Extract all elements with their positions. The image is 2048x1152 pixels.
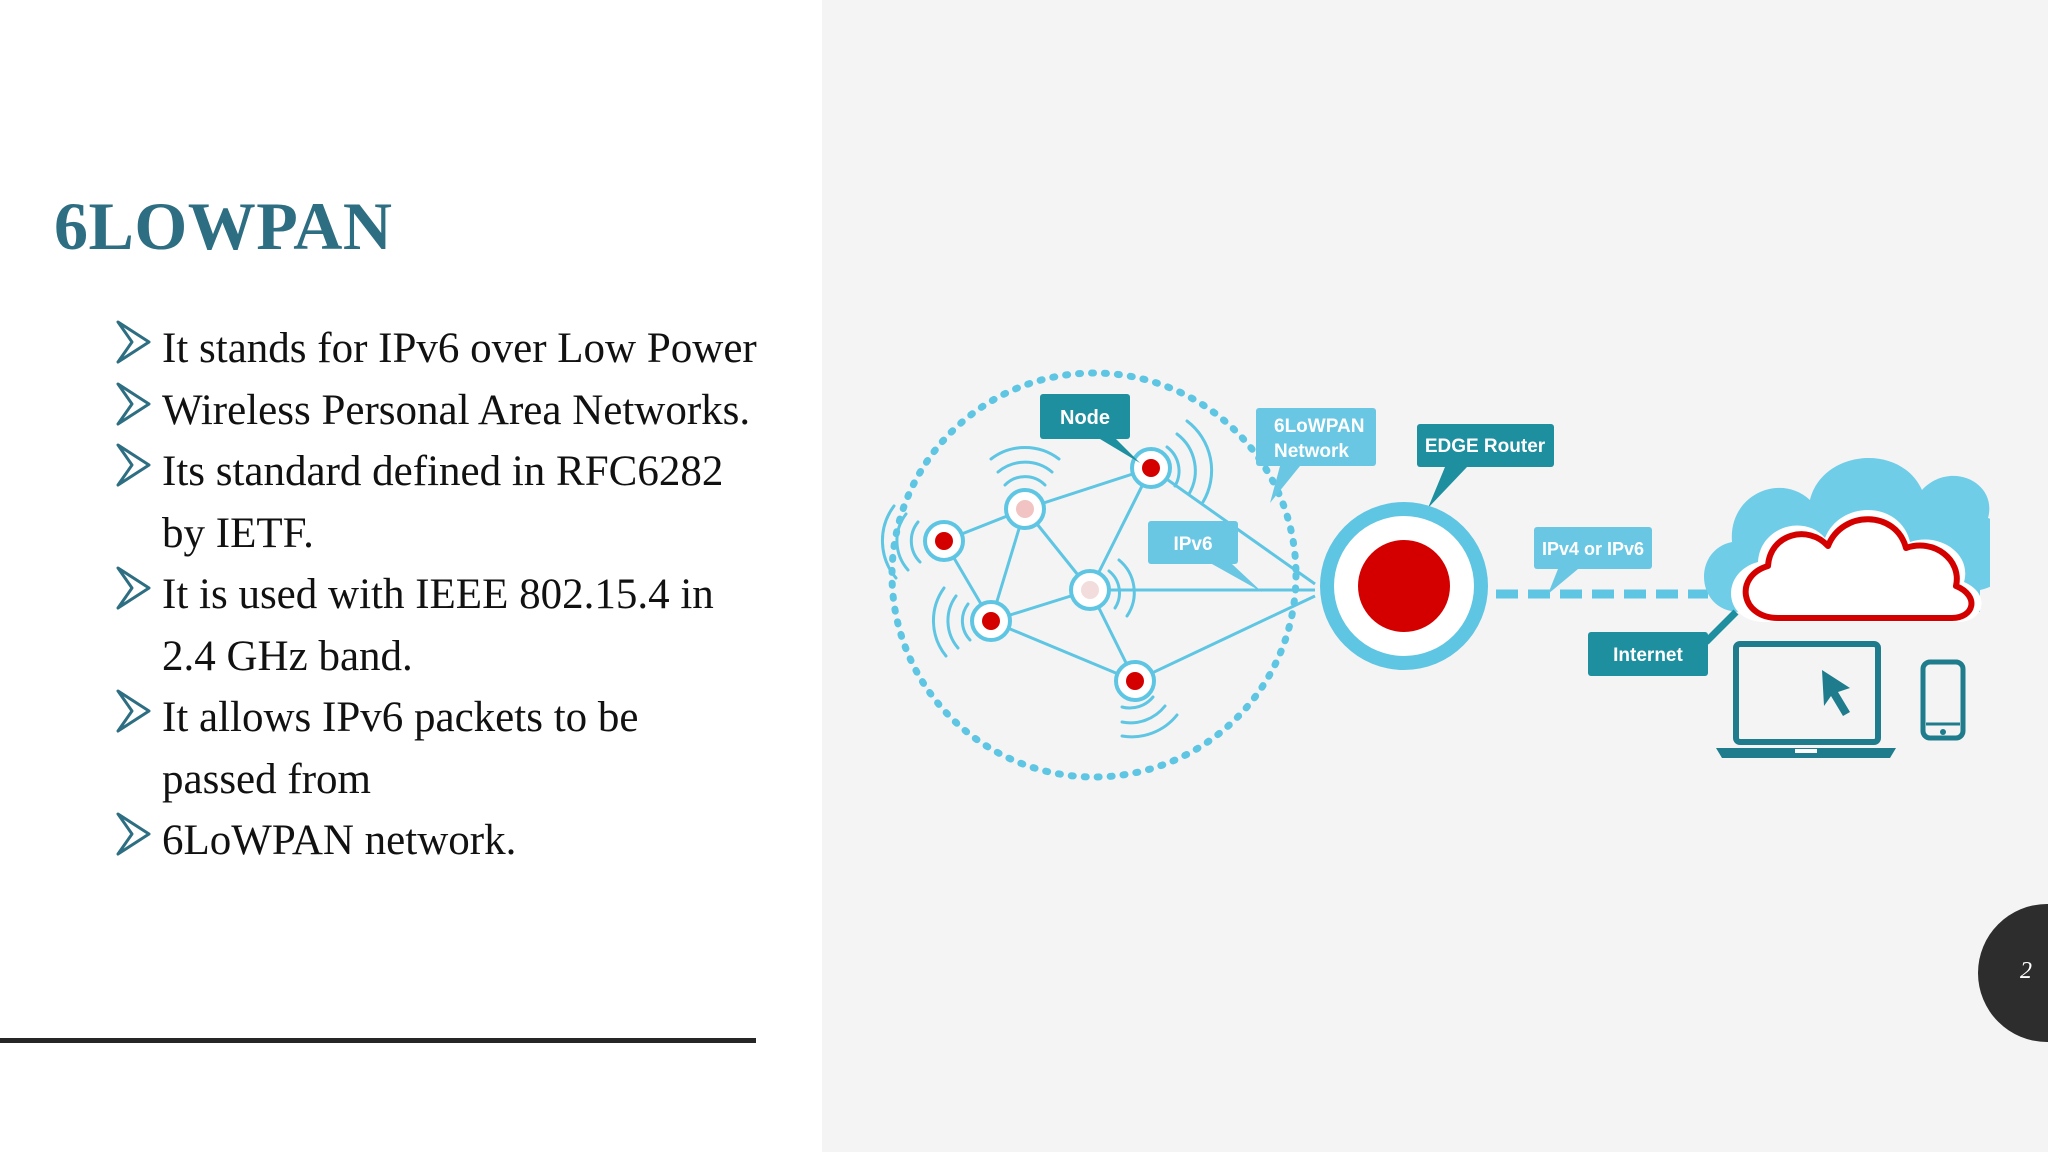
sensor-node-icon [1130,447,1172,489]
svg-text:IPv6: IPv6 [1173,534,1212,555]
svg-text:6LoWPAN: 6LoWPAN [1274,416,1364,437]
svg-text:IPv4 or IPv6: IPv4 or IPv6 [1542,539,1644,559]
text-panel [0,0,822,1152]
node-label: Node [1040,394,1140,463]
internet-label: Internet [1588,632,1708,676]
bullet-text-continued: 2.4 GHz band. [162,632,413,680]
arrow-bullet-icon [116,382,151,425]
arrow-bullet-icon [116,812,151,856]
bullet-text-continued: passed from [162,755,371,803]
bullet-item: It allows IPv6 packets to be passed from [116,687,806,810]
cursor-icon [1822,670,1850,716]
svg-text:Network: Network [1274,441,1349,462]
cloud-icon [1703,458,1990,622]
bullet-text: Wireless Personal Area Networks. [162,386,751,434]
bullet-list: It stands for IPv6 over Low Power Wirele… [116,318,806,872]
arrow-bullet-icon [116,320,151,364]
sensor-node-icon [970,600,1012,642]
bullet-text: Its standard defined in RFC6282 [162,448,724,495]
bullet-item: Its standard defined in RFC6282 by IETF. [116,441,806,564]
bullet-item: 6LoWPAN network. [116,810,806,872]
signal-waves [880,419,1214,739]
bullet-text-continued: by IETF. [162,509,314,557]
6lowpan-diagram: Node 6LoWPAN Network IPv6 EDGE Router [880,369,1990,781]
sensor-node-icon [1004,488,1046,530]
divider-line [0,1038,756,1043]
arrow-bullet-icon [116,443,151,487]
laptop-icon [1716,641,1896,758]
edge-router-icon [1320,502,1488,670]
bullet-item: It is used with IEEE 802.15.4 in 2.4 GHz… [116,564,806,687]
bullet-item: It stands for IPv6 over Low Power [116,318,806,380]
bullet-text: It stands for IPv6 over Low Power [162,325,757,372]
cloud-internet-link [1703,609,1739,645]
sensor-node-icon [1114,660,1156,702]
svg-text:EDGE Router: EDGE Router [1425,436,1546,457]
bullet-text: It is used with IEEE 802.15.4 in [162,571,714,618]
arrow-bullet-icon [116,689,151,733]
sensor-node-icon [1069,569,1111,611]
svg-text:Internet: Internet [1613,645,1683,666]
page-number: 2 [2020,958,2032,984]
lowpan-network-label: 6LoWPAN Network [1256,408,1376,503]
ipv4-or-ipv6-label: IPv4 or IPv6 [1534,527,1652,594]
svg-text:Node: Node [1060,407,1110,429]
smartphone-icon [1920,659,1966,741]
bullet-item: Wireless Personal Area Networks. [116,380,806,442]
bullet-text: It allows IPv6 packets to be [162,694,639,741]
ipv6-label: IPv6 [1148,521,1262,592]
sensor-node-icon [923,520,965,562]
slide-title: 6LOWPAN [54,188,393,264]
edge-router-label: EDGE Router [1417,424,1554,508]
arrow-bullet-icon [116,566,151,610]
bullet-text: 6LoWPAN network. [162,817,517,864]
